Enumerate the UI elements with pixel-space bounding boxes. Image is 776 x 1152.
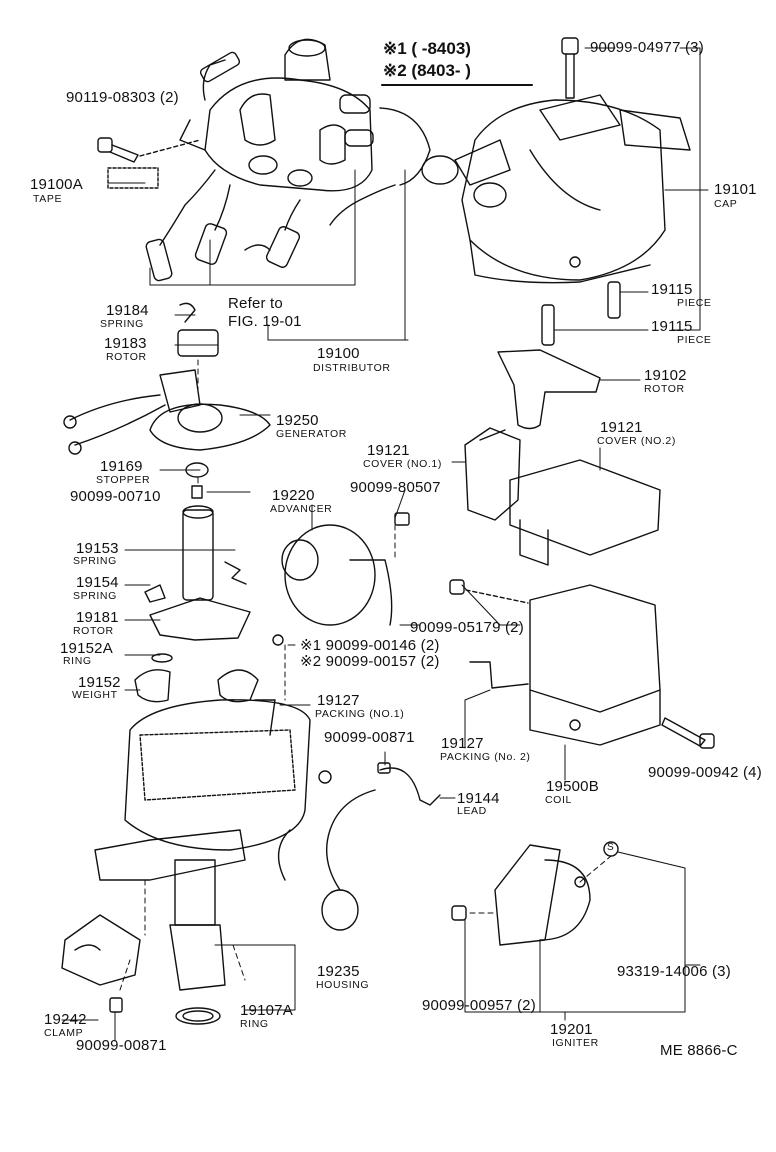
label-drawing-code: ME 8866-C xyxy=(660,1042,738,1059)
label-piece-a: PIECE xyxy=(677,297,712,309)
label-cover-no1: COVER (NO.1) xyxy=(363,458,442,470)
label-19242: 19242 xyxy=(44,1011,87,1028)
label-igniter: IGNITER xyxy=(552,1037,599,1049)
label-90099-00710: 90099-00710 xyxy=(70,488,161,505)
screw-00710-drawing xyxy=(191,485,203,499)
label-90099-00157: ※2 90099-00157 (2) xyxy=(300,653,440,670)
label-piece-b: PIECE xyxy=(677,334,712,346)
label-cover-no2: COVER (NO.2) xyxy=(597,435,676,447)
label-rotor-19102: ROTOR xyxy=(644,383,685,395)
label-19152: 19152 xyxy=(78,674,121,691)
governor-rotor-drawing xyxy=(134,584,284,703)
label-rotor-19183: ROTOR xyxy=(106,351,147,363)
label-refer-to: Refer to xyxy=(228,295,283,312)
rotor-19183-drawing xyxy=(177,329,219,357)
label-19500b: 19500B xyxy=(546,778,599,795)
label-19107a: 19107A xyxy=(240,1002,293,1019)
label-90099-00871-a: 90099-00871 xyxy=(324,729,415,746)
label-rotor-19181: ROTOR xyxy=(73,625,114,637)
generator-drawing xyxy=(63,369,271,455)
label-tape: TAPE xyxy=(33,193,63,205)
label-90099-00957: 90099-00957 (2) xyxy=(422,997,536,1014)
housing-drawing xyxy=(94,699,311,1025)
lead-drawing xyxy=(277,762,441,931)
label-generator: GENERATOR xyxy=(276,428,347,440)
tape-drawing xyxy=(107,167,159,189)
label-stopper: STOPPER xyxy=(96,474,151,486)
label-spring-19153: SPRING xyxy=(73,555,117,567)
label-advancer: ADVANCER xyxy=(270,503,333,515)
label-fig-19-01: FIG. 19-01 xyxy=(228,313,302,330)
label-19144: 19144 xyxy=(457,790,500,807)
piece-19115-a-drawing xyxy=(607,281,621,319)
distributor-assembly-drawing xyxy=(145,38,431,282)
rotor-19102-drawing xyxy=(497,349,601,430)
bolt-90119-drawing xyxy=(97,137,139,163)
label-19100a: 19100A xyxy=(30,176,83,193)
label-19201: 19201 xyxy=(550,1021,593,1038)
label-19235: 19235 xyxy=(317,963,360,980)
spring-19184-drawing xyxy=(179,302,196,323)
label-weight: WEIGHT xyxy=(72,689,118,701)
label-19154: 19154 xyxy=(76,574,119,591)
label-19115-b: 19115 xyxy=(651,318,693,335)
label-packing-no1: PACKING (NO.1) xyxy=(315,708,405,720)
label-housing: HOUSING xyxy=(316,979,370,991)
label-90099-05179: 90099-05179 (2) xyxy=(410,619,524,636)
label-19152a: 19152A xyxy=(60,640,113,657)
label-19121-a: 19121 xyxy=(367,442,410,459)
label-ring-19107a: RING xyxy=(240,1018,269,1030)
cover-2-drawing xyxy=(509,459,661,566)
label-90099-00871-b: 90099-00871 xyxy=(76,1037,167,1054)
label-distributor: DISTRIBUTOR xyxy=(313,362,391,374)
label-90099-80507: 90099-80507 xyxy=(350,479,441,496)
label-19121-b: 19121 xyxy=(600,419,643,436)
label-19169: 19169 xyxy=(100,458,143,475)
igniter-drawing xyxy=(451,841,619,946)
label-93319-14006: 93319-14006 (3) xyxy=(617,963,731,980)
label-19250: 19250 xyxy=(276,412,319,429)
label-90119-08303: 90119-08303 (2) xyxy=(66,89,179,106)
label-19100: 19100 xyxy=(317,345,360,362)
guide-lines xyxy=(119,359,612,991)
label-19181: 19181 xyxy=(76,609,119,626)
label-lead: LEAD xyxy=(457,805,487,817)
cap-screw-drawing xyxy=(561,37,579,99)
bolt-00942-drawing xyxy=(661,717,715,749)
label-cap: CAP xyxy=(714,198,738,210)
advancer-drawing xyxy=(281,512,410,626)
label-19183: 19183 xyxy=(104,335,147,352)
label-s-mark: S xyxy=(607,842,615,853)
cover-1-drawing xyxy=(464,427,521,521)
piece-19115-b-drawing xyxy=(541,304,555,346)
label-19127-b: 19127 xyxy=(441,735,484,752)
leader-lines xyxy=(61,47,709,1041)
shaft-drawing xyxy=(182,505,247,601)
label-clamp: CLAMP xyxy=(44,1027,84,1039)
label-90099-00146: ※1 90099-00146 (2) xyxy=(300,637,440,654)
label-19127-a: 19127 xyxy=(317,692,360,709)
clamp-drawing xyxy=(61,914,141,1013)
header-line-1: ※1 ( -8403) xyxy=(383,39,471,58)
label-spring-19184: SPRING xyxy=(100,318,144,330)
cap-drawing xyxy=(421,94,691,284)
label-spring-19154: SPRING xyxy=(73,590,117,602)
label-packing-no2: PACKING (No. 2) xyxy=(440,751,531,763)
label-19101: 19101 xyxy=(714,181,757,198)
label-19115-a: 19115 xyxy=(651,281,693,298)
label-ring-19152a: RING xyxy=(63,655,92,667)
label-19220: 19220 xyxy=(272,487,315,504)
header-line-2: ※2 (8403- ) xyxy=(383,61,471,80)
label-90099-04977: 90099-04977 (3) xyxy=(590,39,704,56)
label-90099-00942: 90099-00942 (4) xyxy=(648,764,762,781)
label-19184: 19184 xyxy=(106,302,149,319)
label-19102: 19102 xyxy=(644,367,687,384)
label-coil: COIL xyxy=(545,794,572,806)
label-19153: 19153 xyxy=(76,540,119,557)
coil-drawing xyxy=(449,579,661,746)
